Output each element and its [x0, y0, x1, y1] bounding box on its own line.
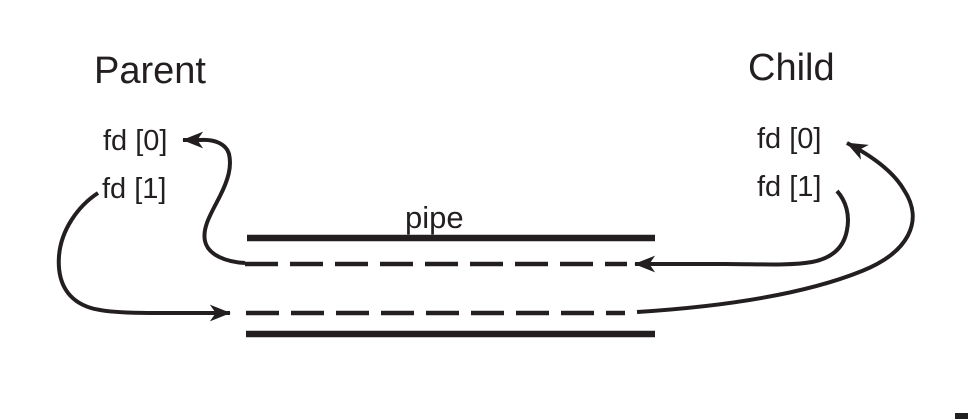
child-fd1-to-pipe-arrow [634, 189, 850, 273]
parent-fd1-label: fd [1] [102, 173, 167, 205]
pipe-label: pipe [405, 200, 464, 235]
child-fd1-label: fd [1] [757, 171, 822, 203]
parent-fd0-label: fd [0] [103, 125, 168, 157]
child-fd0-label: fd [0] [757, 123, 822, 155]
pipe-to-parent-fd0-arrow [182, 131, 246, 265]
pipe-to-child-fd0-arrow [636, 141, 915, 314]
child-title: Child [748, 47, 835, 89]
page-corner-mark [955, 413, 968, 419]
parent-fd1-to-pipe-arrow [56, 191, 231, 322]
parent-title: Parent [94, 50, 206, 92]
